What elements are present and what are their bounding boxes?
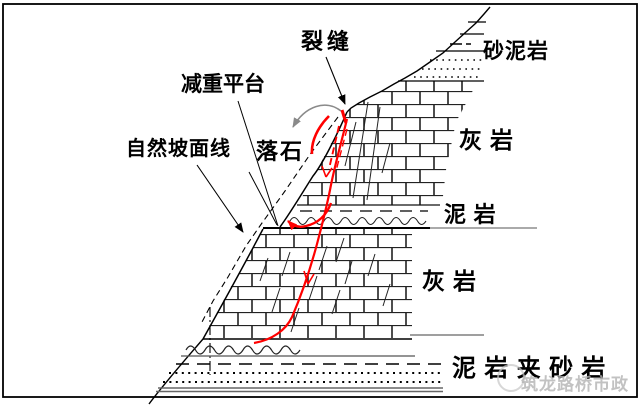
interbedded-strata (156, 345, 443, 393)
natural-slope-dashed-line (201, 116, 339, 323)
lower-slope-face-line (202, 228, 264, 340)
mudstone-band (263, 204, 537, 229)
label-mudstone-with-sandstone: 泥 岩 夹 砂 岩 (452, 354, 606, 382)
toe-slope-line (148, 338, 204, 405)
crack-leader-arrow (325, 56, 346, 105)
crack-mouth-tick (340, 109, 348, 124)
red-arrow-lower (303, 270, 315, 285)
upper-limestone-block (297, 81, 478, 205)
crack-dashed-line-2 (335, 128, 348, 172)
crack-dashed-line-1 (328, 125, 340, 170)
watermark-text: 筑龙路桥市政 (521, 375, 629, 395)
platform-leader-line (237, 100, 279, 227)
wave-row (185, 345, 301, 355)
rockfall-trajectory-arrow (292, 104, 342, 128)
frame-border (2, 3, 638, 398)
natural-slope-leader-arrow (196, 164, 244, 233)
label-mudstone: 泥 岩 (444, 203, 496, 228)
slip-surface-curve (253, 118, 349, 345)
joint-fracture-lines (259, 101, 391, 333)
watermark-logo-icon (497, 364, 525, 392)
sandy-mudstone-strata (398, 21, 486, 82)
red-arrow-upper (321, 165, 333, 178)
label-limestone-lower: 灰 岩 (422, 269, 477, 295)
rockfall-leader-line (248, 171, 278, 226)
ground-surface-line (346, 6, 491, 113)
label-sandy-mudstone: 砂泥岩 (483, 39, 549, 63)
label-rockfall: 落石 (256, 140, 305, 165)
label-crack: 裂缝 (301, 30, 354, 55)
crack-arc (310, 115, 330, 155)
bench-ejection-arrow (287, 202, 333, 231)
label-natural-slope-line: 自然坡面线 (126, 136, 231, 160)
red-crack-group (253, 109, 349, 345)
label-weight-reduction-platform: 减重平台 (181, 72, 265, 96)
label-limestone-upper: 灰 岩 (459, 128, 514, 154)
mudstone-wave-symbols (289, 216, 427, 226)
